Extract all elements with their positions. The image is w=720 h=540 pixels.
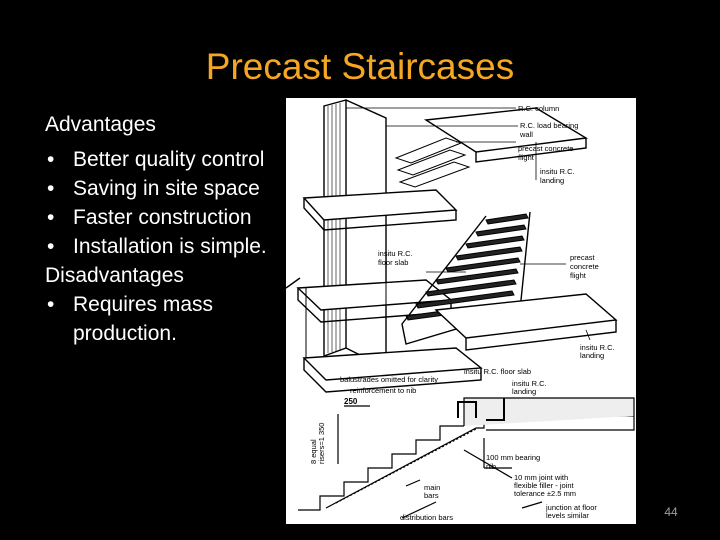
- label-precast-flight: precast: [570, 253, 596, 262]
- label-rc-column: R.C. column: [518, 104, 559, 113]
- text-column: Advantages Better quality control Saving…: [45, 106, 295, 348]
- label-insitu-landing: landing: [580, 351, 604, 360]
- list-item: Requires mass production.: [45, 290, 295, 348]
- label-junction: junction at floor: [545, 503, 597, 512]
- label-main-bars: bars: [424, 491, 439, 500]
- label-dimension-250: 250: [344, 397, 358, 406]
- label-bearing-nib: 100 mm bearing: [486, 453, 540, 462]
- label-insitu-landing: insitu R.C.: [540, 167, 575, 176]
- label-load-bearing-wall: wall: [519, 130, 533, 139]
- list-item-text: Faster construction: [73, 206, 252, 229]
- disadvantages-list: Requires mass production.: [45, 290, 295, 348]
- label-risers: 8 equal: [309, 439, 318, 464]
- list-item-text: Requires mass production.: [73, 293, 214, 345]
- label-balustrades: balustrades omitted for clarity: [340, 375, 438, 384]
- label-precast-flight: precast concrete: [518, 144, 573, 153]
- list-item: Faster construction: [45, 203, 295, 232]
- staircase-drawing: R.C. column R.C. load bearing wall preca…: [286, 99, 635, 522]
- label-precast-flight: flight: [518, 153, 535, 162]
- label-insitu-landing: landing: [540, 176, 564, 185]
- slide-title: Precast Staircases: [205, 46, 515, 87]
- list-item: Better quality control: [45, 145, 295, 174]
- label-main-bars: main: [424, 483, 440, 492]
- advantages-list: Better quality control Saving in site sp…: [45, 145, 295, 261]
- label-insitu-floor-slab: floor slab: [378, 258, 408, 267]
- label-joint: tolerance ±2.5 mm: [514, 489, 576, 498]
- precast-staircase-figure: R.C. column R.C. load bearing wall preca…: [286, 98, 636, 524]
- label-insitu-landing: landing: [512, 387, 536, 396]
- label-insitu-floor-slab: insitu R.C.: [378, 249, 413, 258]
- list-item-text: Installation is simple.: [73, 235, 267, 258]
- label-insitu-landing: insitu R.C.: [580, 343, 615, 352]
- label-distribution-bars: distribution bars: [400, 513, 453, 522]
- list-item: Installation is simple.: [45, 232, 295, 261]
- list-item-text: Saving in site space: [73, 177, 260, 200]
- label-junction: levels similar: [546, 511, 589, 520]
- label-insitu-landing: insitu R.C.: [512, 379, 547, 388]
- list-item: Saving in site space: [45, 174, 295, 203]
- disadvantages-heading: Disadvantages: [45, 264, 184, 287]
- list-item-text: Better quality control: [73, 148, 265, 171]
- label-joint: flexible filler - joint: [514, 481, 575, 490]
- label-precast-flight: flight: [570, 271, 587, 280]
- label-reinforcement: reinforcement to nib: [350, 386, 416, 395]
- advantages-heading: Advantages: [45, 113, 156, 136]
- page-number: 44: [664, 505, 678, 519]
- label-load-bearing-wall: R.C. load bearing: [520, 121, 578, 130]
- label-rc-floor-slab: insitu R.C. floor slab: [464, 367, 531, 376]
- label-risers: risers=1 350: [317, 423, 326, 464]
- label-bearing-nib: nib: [486, 462, 496, 471]
- label-precast-flight: concrete: [570, 262, 599, 271]
- label-joint: 10 mm joint with: [514, 473, 568, 482]
